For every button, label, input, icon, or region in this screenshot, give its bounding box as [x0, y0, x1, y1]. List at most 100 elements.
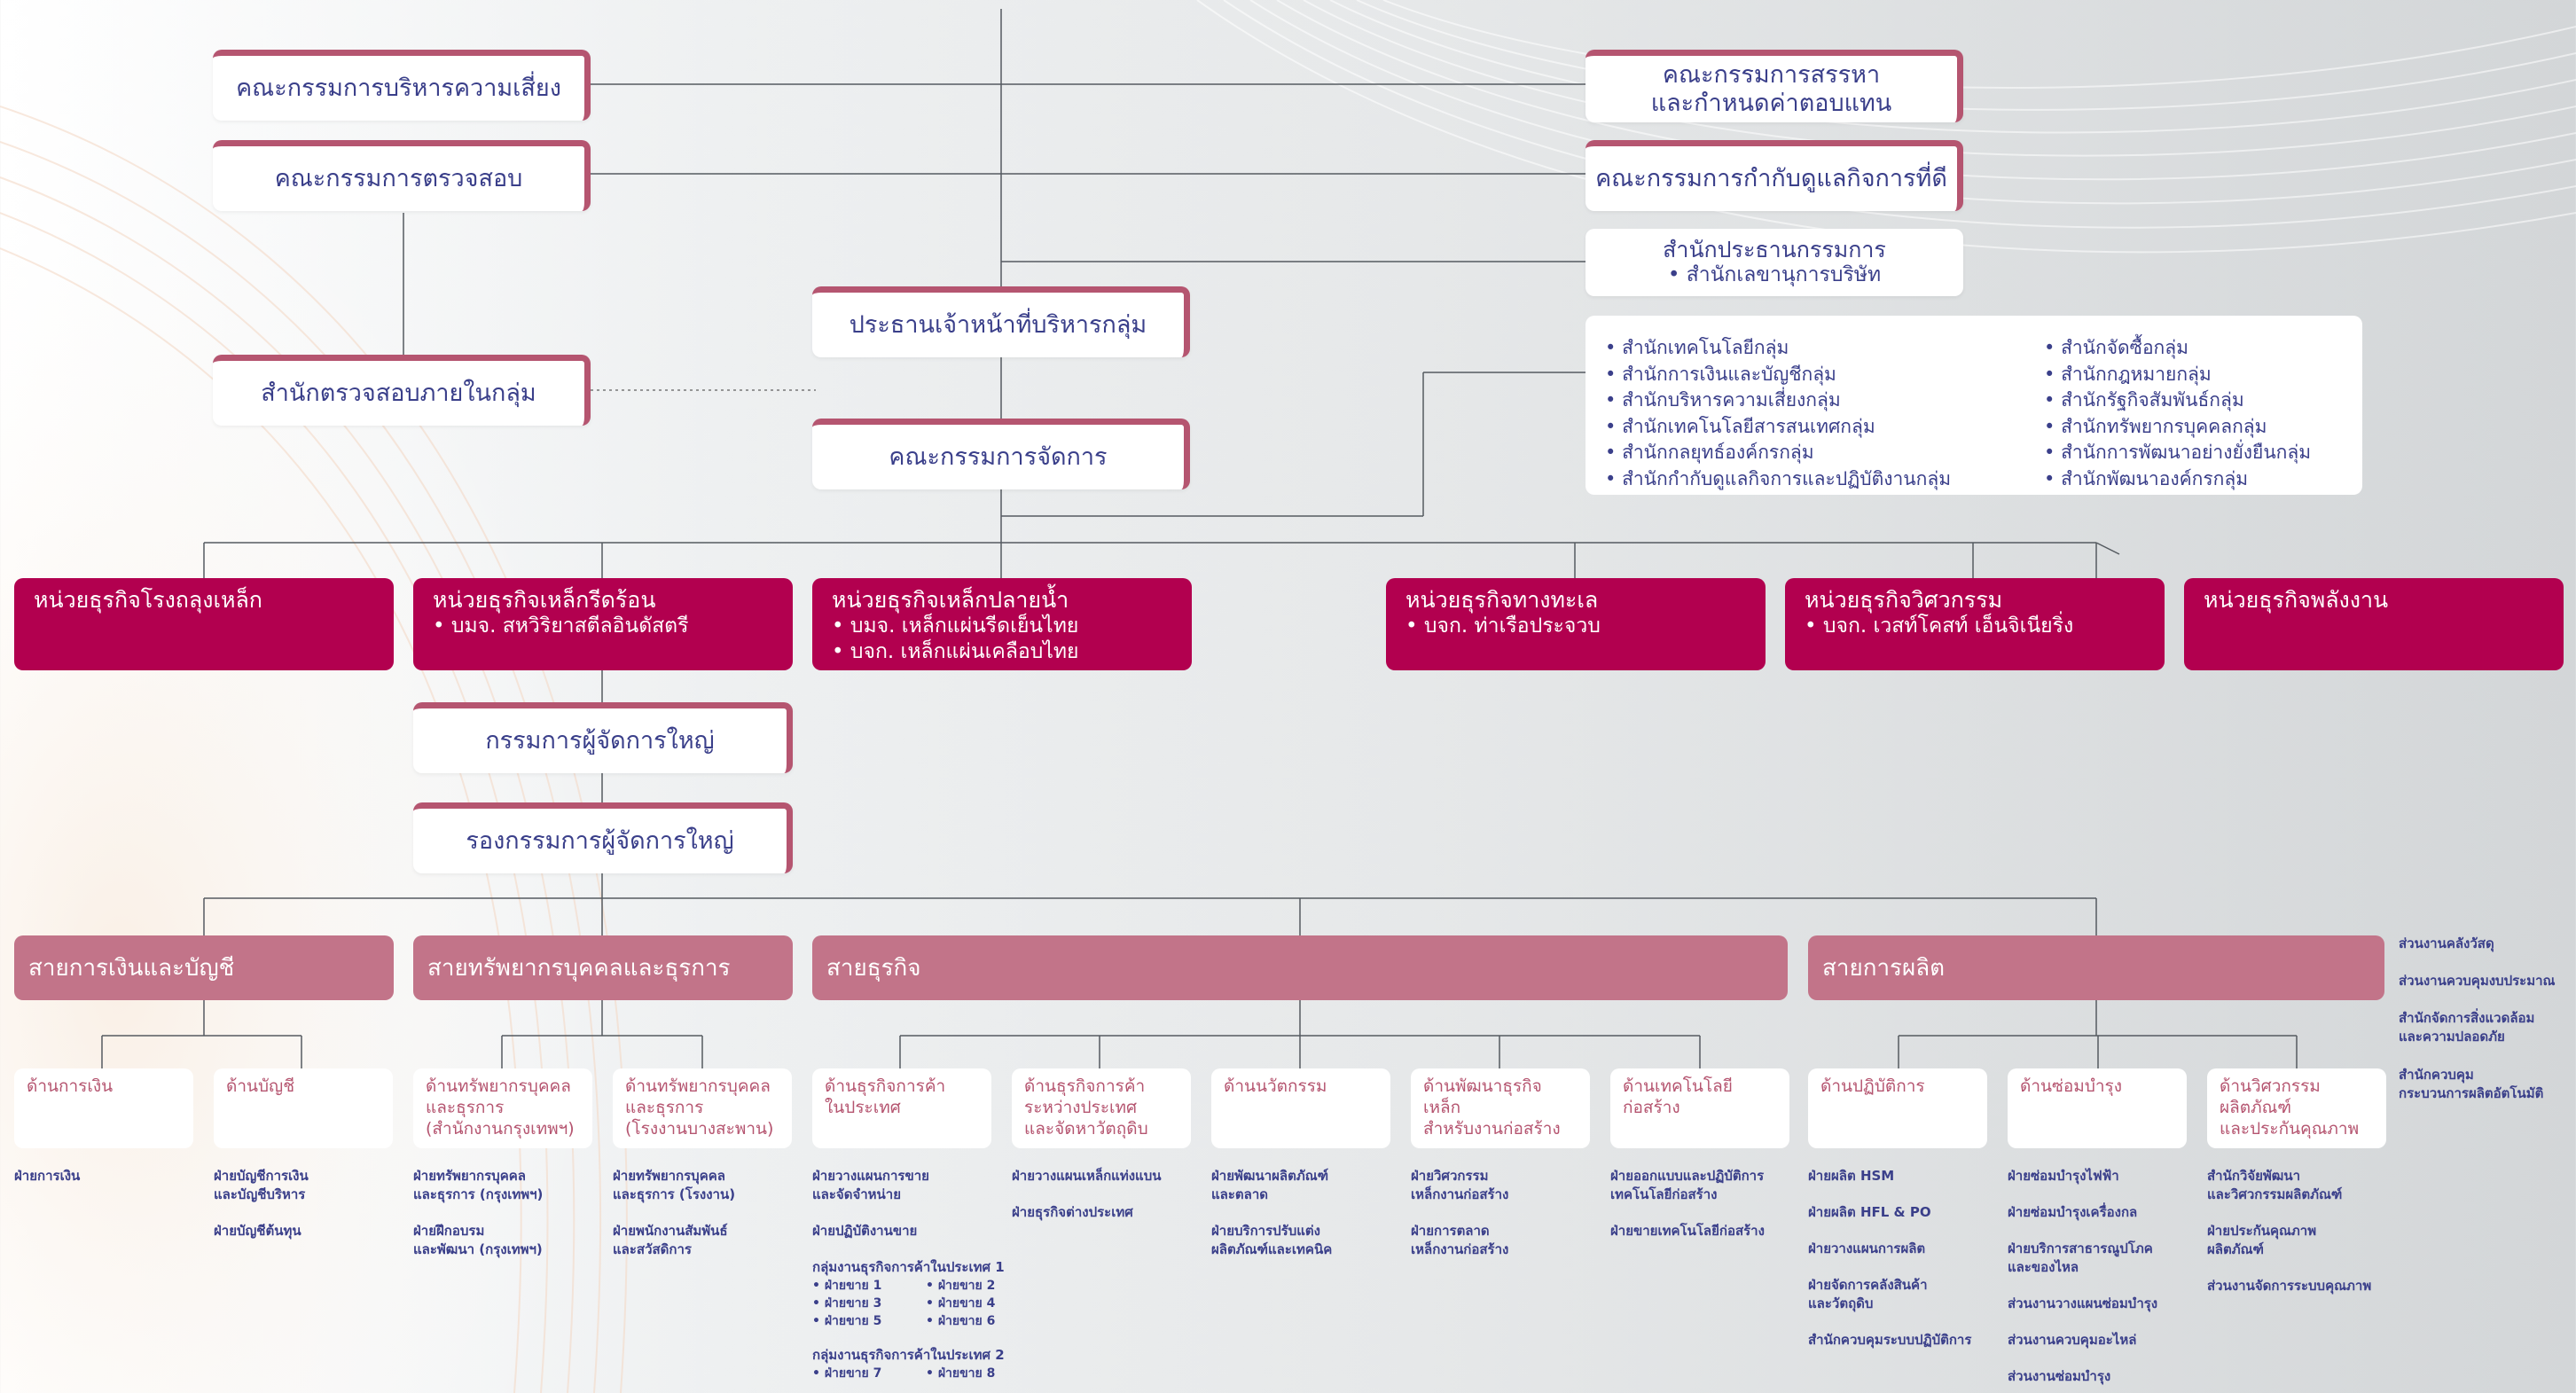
unit-item: ฝ่ายวิศวกรรม เหล็กงานก่อสร้าง — [1411, 1168, 1509, 1202]
unit-item: ฝ่ายออกแบบและปฏิบัติการ เทคโนโลยีก่อสร้า… — [1610, 1168, 1765, 1202]
group-office-item: สำนักทรัพยากรบุคคลกลุ่ม — [2044, 414, 2311, 441]
group-office-item: สำนักจัดซื้อกลุ่ม — [2044, 335, 2311, 362]
nomination-committee-line2: และกำหนดค่าตอบแทน — [1650, 89, 1892, 117]
unit-item: ส่วนงานซ่อมบำรุง — [2008, 1368, 2111, 1384]
vice-president-label: รองกรรมการผู้จัดการใหญ่ — [466, 826, 734, 855]
unit-item: ฝ่ายบริการปรับแต่ง ผลิตภัณฑ์และเทคนิค — [1211, 1223, 1333, 1257]
nomination-committee-box: คณะกรรมการสรรหา และกำหนดค่าตอบแทน — [1586, 50, 1963, 122]
department-construction-tech: ด้านเทคโนโลยีก่อสร้าง — [1610, 1068, 1789, 1148]
unit-item: ส่วนงานควบคุมอะไหล่ — [2008, 1332, 2137, 1348]
internal-audit-box: สำนักตรวจสอบภายในกลุ่ม — [213, 355, 591, 426]
side-note-warehouse: ส่วนงานคลังวัสดุ — [2399, 935, 2494, 951]
unit-item: ส่วนงานจัดการระบบคุณภาพ — [2207, 1278, 2372, 1294]
unit-item: ฝ่ายผลิต HSM — [1808, 1168, 1895, 1184]
unit-item: ฝ่ายบัญชีต้นทุน — [214, 1223, 301, 1239]
risk-committee-box: คณะกรรมการบริหารความเสี่ยง — [213, 50, 591, 121]
sales-unit: • ฝ่ายขาย 1 — [812, 1279, 882, 1293]
units-accounting: ฝ่ายบัญชีการเงิน และบัญชีบริหาร ฝ่ายบัญช… — [214, 1167, 400, 1258]
audit-committee-box: คณะกรรมการตรวจสอบ — [213, 140, 591, 211]
business-unit-company: • บมจ. เหล็กแผ่นรีดเย็นไทย — [832, 614, 1079, 638]
risk-committee-label: คณะกรรมการบริหารความเสี่ยง — [236, 74, 561, 102]
business-unit-company: • บมจ. สหวิริยาสตีลอินดัสตรี — [433, 614, 689, 638]
division-finance-label: สายการเงินและบัญชี — [28, 955, 235, 982]
business-unit-company: • บจก. เหล็กแผ่นเคลือบไทย — [832, 640, 1079, 663]
unit-item: ฝ่ายการเงิน — [14, 1168, 81, 1184]
unit-item: ฝ่ายฝึกอบรม และพัฒนา (กรุงเทพฯ) — [413, 1223, 543, 1257]
units-international: ฝ่ายวางแผนเหล็กแท่งแบน ฝ่ายธุรกิจต่างประ… — [1012, 1167, 1211, 1240]
business-unit-company: • บจก. ท่าเรือประจวบ — [1405, 614, 1601, 638]
group-offices-left-list: สำนักเทคโนโลยีกลุ่ม สำนักการเงินและบัญชี… — [1605, 335, 2008, 489]
unit-item: ฝ่ายผลิต HFL & PO — [1808, 1204, 1931, 1220]
division-business: สายธุรกิจ — [812, 935, 1788, 1000]
division-business-label: สายธุรกิจ — [826, 955, 921, 982]
vice-president-box: รองกรรมการผู้จัดการใหญ่ — [413, 802, 793, 873]
unit-group-title: กลุ่มงานธุรกิจการค้าในประเทศ 1 — [812, 1259, 1005, 1275]
business-unit-title: หน่วยธุรกิจเหล็กปลายน้ำ — [832, 587, 1069, 613]
internal-audit-label: สำนักตรวจสอบภายในกลุ่ม — [261, 379, 536, 407]
department-hr-bangkok: ด้านทรัพยากรบุคคล และธุรการ (สำนักงานกรุ… — [413, 1068, 592, 1148]
department-maintenance: ด้านซ่อมบำรุง — [2008, 1068, 2187, 1148]
unit-item: ฝ่ายการตลาด เหล็กงานก่อสร้าง — [1411, 1223, 1509, 1257]
sales-unit: • ฝ่ายขาย 6 — [926, 1314, 996, 1328]
department-hr-plant: ด้านทรัพยากรบุคคล และธุรการ (โรงงานบางสะ… — [613, 1068, 792, 1148]
side-note-environment: สำนักจัดการสิ่งแวดล้อม และความปลอดภัย — [2399, 1010, 2535, 1045]
group-offices-right-list: สำนักจัดซื้อกลุ่ม สำนักกฎหมายกลุ่ม สำนัก… — [2044, 335, 2311, 489]
unit-group-domestic-1: กลุ่มงานธุรกิจการค้าในประเทศ 1 • ฝ่ายขาย… — [812, 1258, 1016, 1330]
side-note-automation: สำนักควบคุม กระบวนการผลิตอัตโนมัติ — [2399, 1067, 2544, 1101]
unit-group-title: กลุ่มงานธุรกิจการค้าในประเทศ 2 — [812, 1347, 1005, 1363]
sales-unit: • ฝ่ายขาย 7 — [812, 1366, 882, 1381]
division-finance: สายการเงินและบัญชี — [14, 935, 394, 1000]
units-maintenance: ฝ่ายซ่อมบำรุงไฟฟ้า ฝ่ายซ่อมบำรุงเครื่องก… — [2008, 1167, 2198, 1393]
group-office-item: สำนักกำกับดูแลกิจการและปฏิบัติงานกลุ่ม — [1605, 466, 2008, 493]
units-finance: ฝ่ายการเงิน — [14, 1167, 200, 1203]
business-unit-title: หน่วยธุรกิจพลังงาน — [2204, 587, 2389, 613]
unit-item: ฝ่ายพัฒนาผลิตภัณฑ์ และตลาด — [1211, 1168, 1329, 1202]
unit-group-domestic-2: กลุ่มงานธุรกิจการค้าในประเทศ 2 • ฝ่ายขาย… — [812, 1346, 1016, 1382]
units-innovation: ฝ่ายพัฒนาผลิตภัณฑ์ และตลาด ฝ่ายบริการปรั… — [1211, 1167, 1402, 1277]
unit-item: ฝ่ายทรัพยากรบุคคล และธุรการ (กรุงเทพฯ) — [413, 1168, 544, 1202]
sales-unit: • ฝ่ายขาย 3 — [812, 1296, 882, 1311]
business-unit-downstream: หน่วยธุรกิจเหล็กปลายน้ำ • บมจ. เหล็กแผ่น… — [812, 578, 1192, 670]
unit-item: ฝ่ายธุรกิจต่างประเทศ — [1012, 1204, 1133, 1220]
sales-unit: • ฝ่ายขาย 2 — [926, 1279, 996, 1293]
business-unit-title: หน่วยธุรกิจโรงถลุงเหล็ก — [34, 587, 262, 613]
group-ceo-box: ประธานเจ้าหน้าที่บริหารกลุ่ม — [812, 286, 1190, 357]
governance-committee-box: คณะกรรมการกำกับดูแลกิจการที่ดี — [1586, 140, 1963, 211]
unit-group-items: • ฝ่ายขาย 7 • ฝ่ายขาย 8 — [812, 1365, 1016, 1382]
business-unit-company: • บจก. เวสท์โคสท์ เอ็นจิเนียริ่ง — [1805, 614, 2074, 638]
chair-office-label: สำนักประธานกรรมการ — [1663, 237, 1886, 263]
business-unit-energy: หน่วยธุรกิจพลังงาน — [2184, 578, 2564, 670]
unit-item: ฝ่ายจัดการคลังสินค้า และวัตถุดิบ — [1808, 1277, 1928, 1311]
group-ceo-label: ประธานเจ้าหน้าที่บริหารกลุ่ม — [849, 310, 1147, 339]
group-office-item: สำนักรัฐกิจสัมพันธ์กลุ่ม — [2044, 387, 2311, 414]
group-office-item: สำนักพัฒนาองค์กรกลุ่ม — [2044, 466, 2311, 493]
business-unit-hot-rolled: หน่วยธุรกิจเหล็กรีดร้อน • บมจ. สหวิริยาส… — [413, 578, 793, 670]
unit-item: ฝ่ายปฏิบัติงานขาย — [812, 1223, 918, 1239]
sales-unit: • ฝ่ายขาย 8 — [926, 1366, 996, 1381]
units-hr-plant: ฝ่ายทรัพยากรบุคคล และธุรการ (โรงงาน) ฝ่า… — [613, 1167, 803, 1277]
group-office-item: สำนักการเงินและบัญชีกลุ่ม — [1605, 362, 2008, 388]
department-finance: ด้านการเงิน — [14, 1068, 193, 1148]
group-office-item: สำนักเทคโนโลยีสารสนเทศกลุ่ม — [1605, 414, 2008, 441]
side-note-budget: ส่วนงานควบคุมงบประมาณ — [2399, 973, 2556, 989]
group-offices-panel: สำนักเทคโนโลยีกลุ่ม สำนักการเงินและบัญชี… — [1586, 316, 2362, 495]
unit-item: ฝ่ายวางแผนเหล็กแท่งแบน — [1012, 1168, 1162, 1184]
unit-item: ฝ่ายทรัพยากรบุคคล และธุรการ (โรงงาน) — [613, 1168, 736, 1202]
unit-item: ฝ่ายวางแผนการขาย และจัดจำหน่าย — [812, 1168, 929, 1202]
business-unit-title: หน่วยธุรกิจวิศวกรรม — [1805, 587, 2003, 613]
unit-item: ฝ่ายวางแผนการผลิต — [1808, 1240, 1926, 1256]
group-office-item: สำนักกลยุทธ์องค์กรกลุ่ม — [1605, 440, 2008, 466]
units-construction-steel: ฝ่ายวิศวกรรม เหล็กงานก่อสร้าง ฝ่ายการตลา… — [1411, 1167, 1601, 1277]
business-unit-title: หน่วยธุรกิจทางทะเล — [1405, 587, 1599, 613]
unit-item: ฝ่ายพนักงานสัมพันธ์ และสวัสดิการ — [613, 1223, 728, 1257]
units-construction-tech: ฝ่ายออกแบบและปฏิบัติการ เทคโนโลยีก่อสร้า… — [1610, 1167, 1805, 1258]
governance-committee-label: คณะกรรมการกำกับดูแลกิจการที่ดี — [1595, 164, 1947, 192]
department-innovation: ด้านนวัตกรรม — [1211, 1068, 1390, 1148]
president-label: กรรมการผู้จัดการใหญ่ — [485, 726, 715, 755]
audit-committee-label: คณะกรรมการตรวจสอบ — [274, 164, 523, 192]
unit-item: ฝ่ายซ่อมบำรุงไฟฟ้า — [2008, 1168, 2119, 1184]
group-office-item: สำนักกฎหมายกลุ่ม — [2044, 362, 2311, 388]
division-production-label: สายการผลิต — [1822, 955, 1946, 982]
department-operations: ด้านปฏิบัติการ — [1808, 1068, 1987, 1148]
department-domestic-trade: ด้านธุรกิจการค้า ในประเทศ — [812, 1068, 991, 1148]
